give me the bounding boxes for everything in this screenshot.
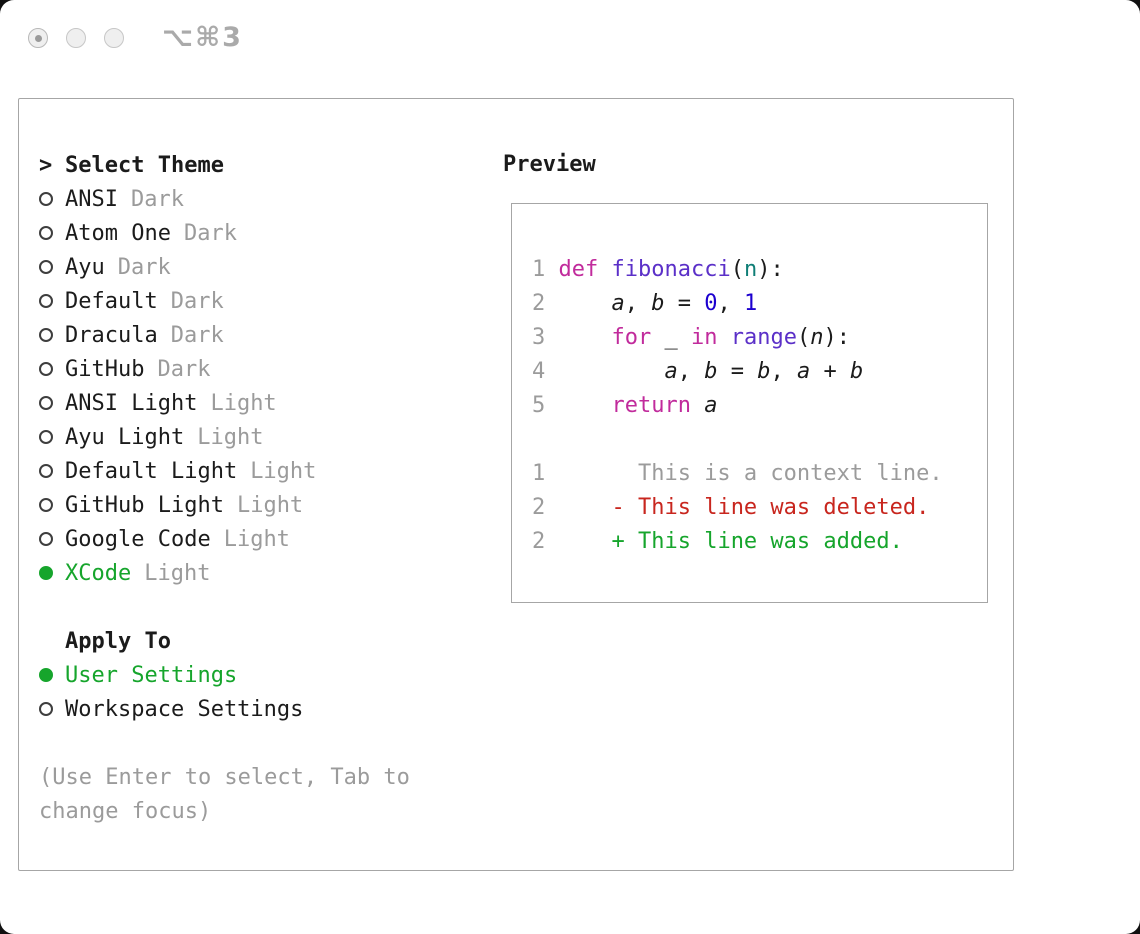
diff-added-line: 2 + This line was added. (532, 529, 903, 554)
preview-heading: Preview (503, 152, 596, 177)
hint-text-line-1: (Use Enter to select, Tab to (39, 764, 410, 790)
apply-option-user-settings[interactable]: User Settings (39, 658, 410, 692)
code-line: 4 a, b = b, a + b (532, 359, 864, 384)
code-line-blank (532, 423, 943, 457)
diff-context-line: 1 This is a context line. (532, 461, 943, 486)
window-shortcut-label: ⌥⌘3 (162, 22, 243, 53)
theme-name: ANSI Light (65, 390, 198, 416)
radio-icon (39, 498, 53, 512)
radio-icon (39, 260, 53, 274)
window-control-button-1[interactable] (28, 28, 48, 48)
theme-name: Atom One (65, 220, 171, 246)
theme-name: XCode (65, 560, 132, 586)
code-line: 3 for _ in range(n): (532, 325, 850, 350)
code-line: 1 def fibonacci(n): (532, 257, 784, 282)
theme-option-dracula-dark[interactable]: Dracula Dark (39, 318, 410, 352)
code-preview-panel: 1 def fibonacci(n): 2 a, b = 0, 1 3 for … (511, 203, 988, 603)
theme-variant: Light (250, 458, 317, 484)
theme-name: ANSI (65, 186, 118, 212)
window-control-button-3[interactable] (104, 28, 124, 48)
window-control-button-2[interactable] (66, 28, 86, 48)
theme-variant: Dark (117, 254, 171, 280)
code-line: 2 a, b = 0, 1 (532, 291, 758, 316)
radio-icon (39, 362, 53, 376)
theme-option-ayu-dark[interactable]: Ayu Dark (39, 250, 410, 284)
theme-variant: Dark (183, 220, 237, 246)
theme-name: Default (65, 288, 158, 314)
theme-option-ansi-light[interactable]: ANSI Light Light (39, 386, 410, 420)
radio-icon (39, 702, 53, 716)
theme-name: Ayu (65, 254, 105, 280)
radio-icon (39, 532, 53, 546)
theme-variant: Light (236, 492, 304, 518)
apply-option-label: Workspace Settings (65, 696, 304, 722)
hint-text-line-2: change focus) (39, 798, 212, 824)
select-theme-heading: > Select Theme (39, 148, 410, 182)
select-theme-title: Select Theme (65, 152, 224, 178)
theme-variant: Light (210, 390, 277, 416)
theme-name: Dracula (65, 322, 158, 348)
theme-variant: Dark (157, 356, 211, 382)
theme-name: GitHub Light (65, 492, 224, 518)
theme-option-google-code[interactable]: Google Code Light (39, 522, 410, 556)
apply-option-label: User Settings (65, 662, 238, 688)
radio-icon (39, 566, 53, 580)
theme-option-ayu-light[interactable]: Ayu Light Light (39, 420, 410, 454)
theme-variant: Dark (170, 288, 224, 314)
theme-option-github-dark[interactable]: GitHub Dark (39, 352, 410, 386)
theme-option-xcode[interactable]: XCode Light (39, 556, 410, 590)
spacer (39, 726, 410, 760)
theme-variant: Light (144, 560, 211, 586)
theme-variant: Light (197, 424, 264, 450)
theme-variant: Dark (170, 322, 224, 348)
theme-name: Google Code (65, 526, 211, 552)
theme-name: GitHub (65, 356, 145, 382)
spacer (39, 590, 410, 624)
radio-icon (39, 328, 53, 342)
theme-option-default-light[interactable]: Default Light Light (39, 454, 410, 488)
cursor-prompt-icon: > (39, 152, 53, 178)
radio-icon (39, 464, 53, 478)
theme-option-default-dark[interactable]: Default Dark (39, 284, 410, 318)
apply-option-workspace-settings[interactable]: Workspace Settings (39, 692, 410, 726)
apply-to-heading: Apply To (65, 628, 171, 654)
radio-icon (39, 192, 53, 206)
theme-name: Ayu Light (65, 424, 185, 450)
theme-variant: Dark (130, 186, 184, 212)
theme-name: Default Light (65, 458, 238, 484)
code-block: 1 def fibonacci(n): 2 a, b = 0, 1 3 for … (532, 253, 943, 559)
theme-option-atom-one-dark[interactable]: Atom One Dark (39, 216, 410, 250)
radio-icon (39, 430, 53, 444)
theme-variant: Light (223, 526, 290, 552)
code-line: 5 return a (532, 393, 718, 418)
theme-option-ansi-dark[interactable]: ANSI Dark (39, 182, 410, 216)
radio-icon (39, 668, 53, 682)
radio-icon (39, 396, 53, 410)
diff-deleted-line: 2 - This line was deleted. (532, 495, 930, 520)
theme-option-github-light[interactable]: GitHub Light Light (39, 488, 410, 522)
radio-icon (39, 294, 53, 308)
radio-icon (39, 226, 53, 240)
